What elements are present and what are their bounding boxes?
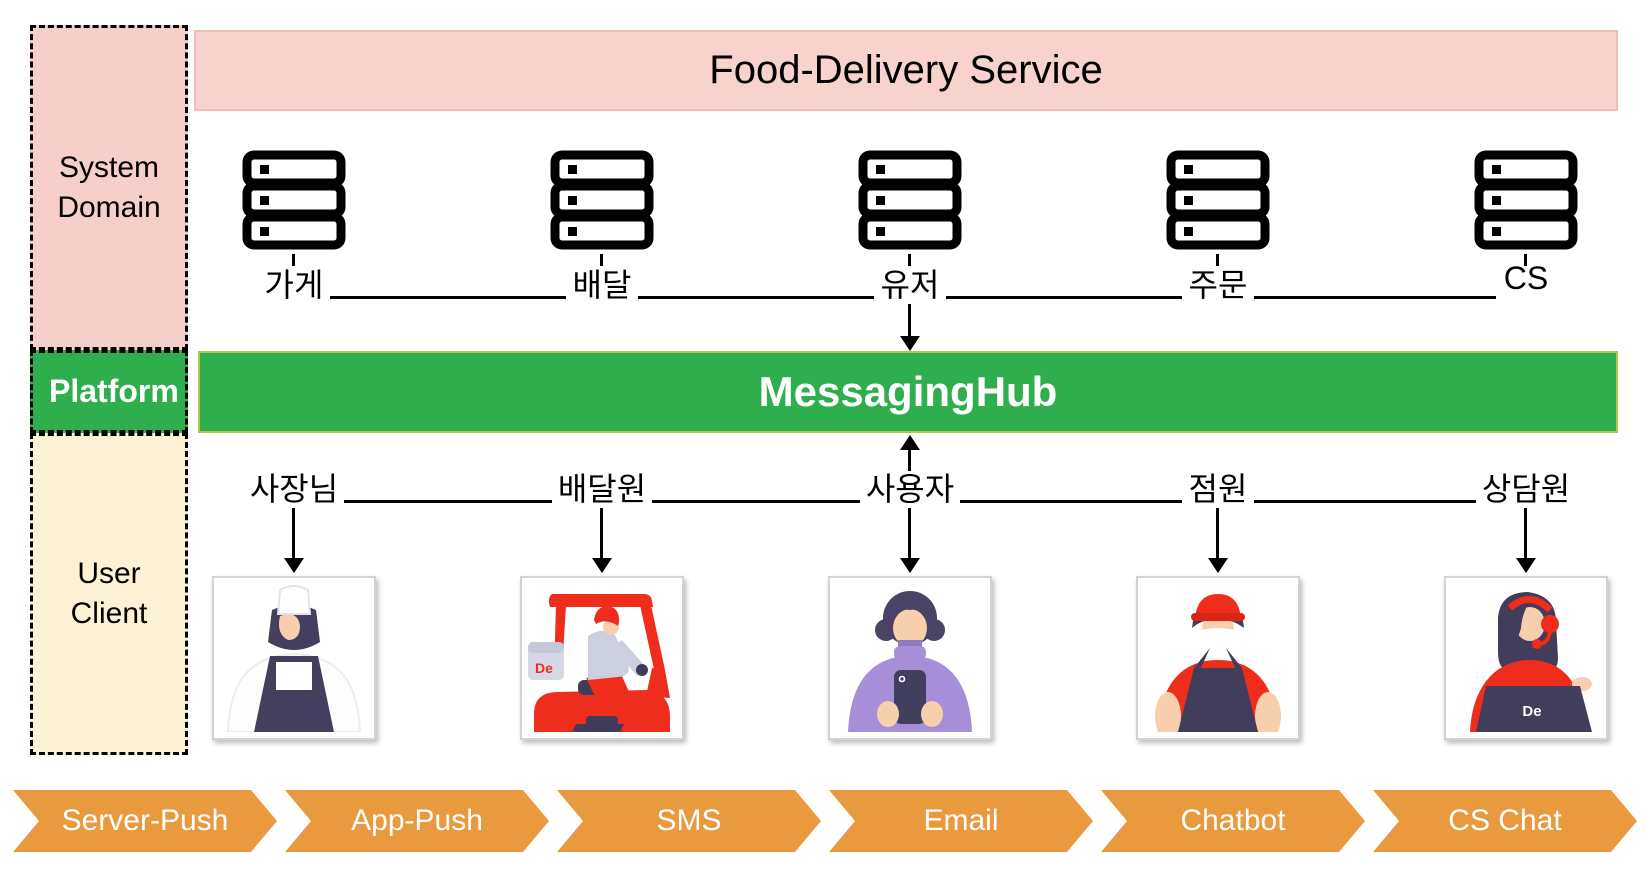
connector-line xyxy=(1254,296,1496,299)
arrow-down-icon xyxy=(1207,558,1228,573)
system-domain-label: System Domain xyxy=(57,150,161,224)
laptop-logo-text: De xyxy=(1522,703,1541,720)
connector-line xyxy=(638,296,874,299)
user-label: 사장님 xyxy=(249,471,339,507)
arrow-up-icon xyxy=(908,449,911,471)
arrow-down-icon xyxy=(899,558,920,573)
connector-line xyxy=(344,500,552,503)
arrow-down-icon xyxy=(1216,508,1219,558)
avatar-store-clerk xyxy=(1136,576,1300,740)
arrow-down-icon xyxy=(600,508,603,558)
arrow-down-icon xyxy=(908,304,911,338)
avatar-delivery-rider: De xyxy=(520,576,684,740)
user-label: 사용자 xyxy=(865,471,955,507)
tick-line xyxy=(908,254,911,266)
channel-app-push: App-Push xyxy=(285,790,549,852)
arrow-down-icon xyxy=(1515,558,1536,573)
system-domain-band: System Domain xyxy=(30,25,188,350)
arrow-down-icon xyxy=(1524,508,1527,558)
column-cs: CS 상담원 De xyxy=(1444,0,1608,874)
channel-label: Server-Push xyxy=(61,804,229,837)
arrow-up-icon xyxy=(899,435,920,450)
user-client-band: User Client xyxy=(30,433,188,755)
messaging-hub-bar: MessagingHub xyxy=(198,351,1618,433)
channel-cs-chat: CS Chat xyxy=(1373,790,1637,852)
avatar-shop-owner xyxy=(212,576,376,740)
user-client-label: User Client xyxy=(70,557,148,630)
server-label: CS xyxy=(1503,260,1549,296)
column-order: 주문 점원 xyxy=(1136,0,1300,874)
avatar-app-user xyxy=(828,576,992,740)
service-title: Food-Delivery Service xyxy=(709,48,1103,92)
channel-sms: SMS xyxy=(557,790,821,852)
channel-bar: Server-Push App-Push SMS Email Chatbot C… xyxy=(13,790,1637,852)
channel-label: Email xyxy=(923,804,999,837)
messaging-hub-label: MessagingHub xyxy=(758,368,1058,415)
channel-label: App-Push xyxy=(351,804,483,837)
connector-line xyxy=(330,296,566,299)
user-label: 배달원 xyxy=(557,471,647,507)
avatar-cs-agent: De xyxy=(1444,576,1608,740)
channel-chatbot: Chatbot xyxy=(1101,790,1365,852)
service-banner: Food-Delivery Service xyxy=(194,30,1618,111)
platform-band: Platform xyxy=(30,350,188,433)
tick-line xyxy=(1524,254,1527,266)
column-delivery: 배달 배달원 De xyxy=(520,0,684,874)
chef-illustration xyxy=(226,585,362,732)
connector-line xyxy=(652,500,860,503)
tick-line xyxy=(1216,254,1219,266)
server-icon xyxy=(1474,150,1578,250)
delivery-box-text: De xyxy=(535,660,553,676)
user-label: 상담원 xyxy=(1481,471,1571,507)
channel-label: CS Chat xyxy=(1448,804,1562,837)
arrow-down-icon xyxy=(591,558,612,573)
server-icon xyxy=(858,150,962,250)
server-icon xyxy=(550,150,654,250)
server-icon xyxy=(1166,150,1270,250)
cs-agent-illustration: De xyxy=(1470,592,1592,732)
channel-label: Chatbot xyxy=(1180,804,1286,837)
arrow-down-icon xyxy=(908,508,911,558)
channel-label: SMS xyxy=(656,804,722,837)
platform-label: Platform xyxy=(49,373,179,409)
channel-server-push: Server-Push xyxy=(13,790,277,852)
clerk-illustration xyxy=(1155,594,1281,732)
user-label: 점원 xyxy=(1188,471,1248,507)
arrow-down-icon xyxy=(292,508,295,558)
arrow-down-icon xyxy=(899,336,920,351)
connector-line xyxy=(1254,500,1476,503)
phone-user-illustration xyxy=(848,591,972,732)
tick-line xyxy=(292,254,295,266)
tick-line xyxy=(600,254,603,266)
connector-line xyxy=(946,296,1182,299)
server-label: 유저 xyxy=(880,267,940,303)
rider-illustration: De xyxy=(528,594,670,732)
column-shop: 가게 사장님 xyxy=(212,0,376,874)
server-icon xyxy=(242,150,346,250)
column-user: 유저 사용자 xyxy=(828,0,992,874)
server-label: 가게 xyxy=(264,267,324,303)
server-label: 주문 xyxy=(1188,267,1248,303)
connector-line xyxy=(960,500,1182,503)
channel-email: Email xyxy=(829,790,1093,852)
arrow-down-icon xyxy=(283,558,304,573)
server-label: 배달 xyxy=(572,267,632,303)
